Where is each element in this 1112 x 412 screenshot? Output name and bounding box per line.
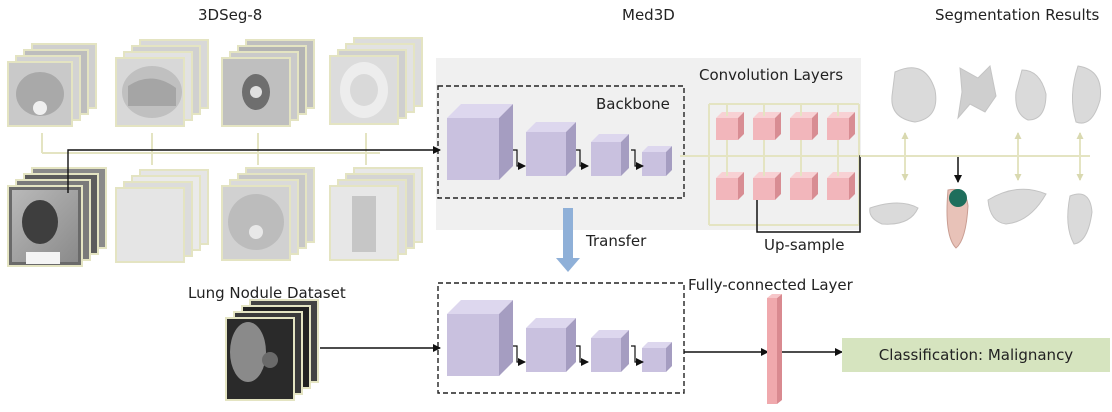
- conv-layers-label: Convolution Layers: [699, 66, 844, 84]
- fc-layer-label: Fully-connected Layer: [688, 276, 853, 294]
- scan-pelvis: [7, 43, 97, 127]
- conv-cube-1-1: [716, 112, 744, 140]
- backbone-arrow-1: [513, 149, 526, 170]
- backbone-cube-4: [642, 146, 672, 176]
- scan-brain: [329, 37, 423, 125]
- conv-cube-1-4: [827, 112, 855, 140]
- backbone-cube-3: [591, 134, 629, 176]
- target-arrow-1: [513, 345, 526, 366]
- backbone-cube-1: [447, 104, 513, 180]
- scan-tissue: [115, 169, 209, 263]
- backbone-label: Backbone: [596, 95, 670, 113]
- scan-abdomen: [221, 167, 315, 261]
- transfer-arrow: [556, 208, 580, 272]
- conv-cube-2-4: [827, 172, 855, 200]
- conv-frame: [680, 103, 860, 226]
- backbone-arrow-3: [631, 149, 644, 170]
- seg-shape-7: [987, 188, 1047, 225]
- target-arrow-2: [576, 345, 589, 366]
- target-arrow-3: [631, 345, 644, 366]
- conv-cube-2-2: [753, 172, 781, 200]
- results-title: Segmentation Results: [935, 6, 1100, 24]
- conv-cube-2-3: [790, 172, 818, 200]
- scan-heart: [221, 39, 315, 127]
- lung-scan-stack: [225, 299, 319, 401]
- classification-label: Classification: Malignancy: [878, 346, 1074, 364]
- target-cube-4: [642, 342, 672, 372]
- conv-cube-1-3: [790, 112, 818, 140]
- transfer-label: Transfer: [586, 232, 647, 250]
- scan-liver: [115, 39, 209, 127]
- conv-cube-1-2: [753, 112, 781, 140]
- scan-coronal: [329, 167, 423, 261]
- seg-shape-1: [891, 67, 937, 123]
- seg-nodule: [949, 189, 967, 207]
- classification-box: Classification: Malignancy: [842, 338, 1110, 372]
- seg-shape-5: [869, 202, 919, 225]
- conv-cube-2-1: [716, 172, 744, 200]
- target-backbone-box: [437, 282, 685, 394]
- scan-connector: [41, 133, 380, 165]
- seg-shape-2: [957, 64, 997, 120]
- lung-dataset-label: Lung Nodule Dataset: [188, 284, 346, 302]
- seg-shape-8: [1067, 193, 1093, 245]
- input-arrow: [67, 146, 441, 193]
- upsample-label: Up-sample: [764, 236, 845, 254]
- backbone-cube-2: [526, 122, 576, 176]
- model-title: Med3D: [622, 6, 675, 24]
- fc-layer-bar: [767, 294, 782, 404]
- seg-shape-4: [1072, 65, 1102, 124]
- target-cube-2: [526, 318, 576, 372]
- target-cube-1: [447, 300, 513, 376]
- result-connector: [860, 132, 1090, 181]
- upsample-arrow: [756, 155, 962, 233]
- backbone-arrow-2: [576, 149, 589, 170]
- backbone-box: [437, 85, 685, 199]
- dataset-title: 3DSeg-8: [198, 6, 263, 24]
- target-cube-3: [591, 330, 629, 372]
- seg-shape-3: [1015, 69, 1047, 121]
- scan-ct-chest: [7, 167, 107, 267]
